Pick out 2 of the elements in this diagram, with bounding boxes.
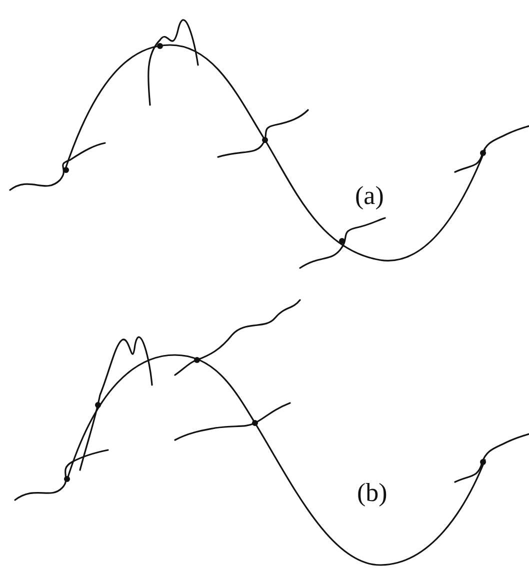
panel-label: (a): [355, 183, 384, 209]
panel-label: (b): [357, 480, 388, 506]
